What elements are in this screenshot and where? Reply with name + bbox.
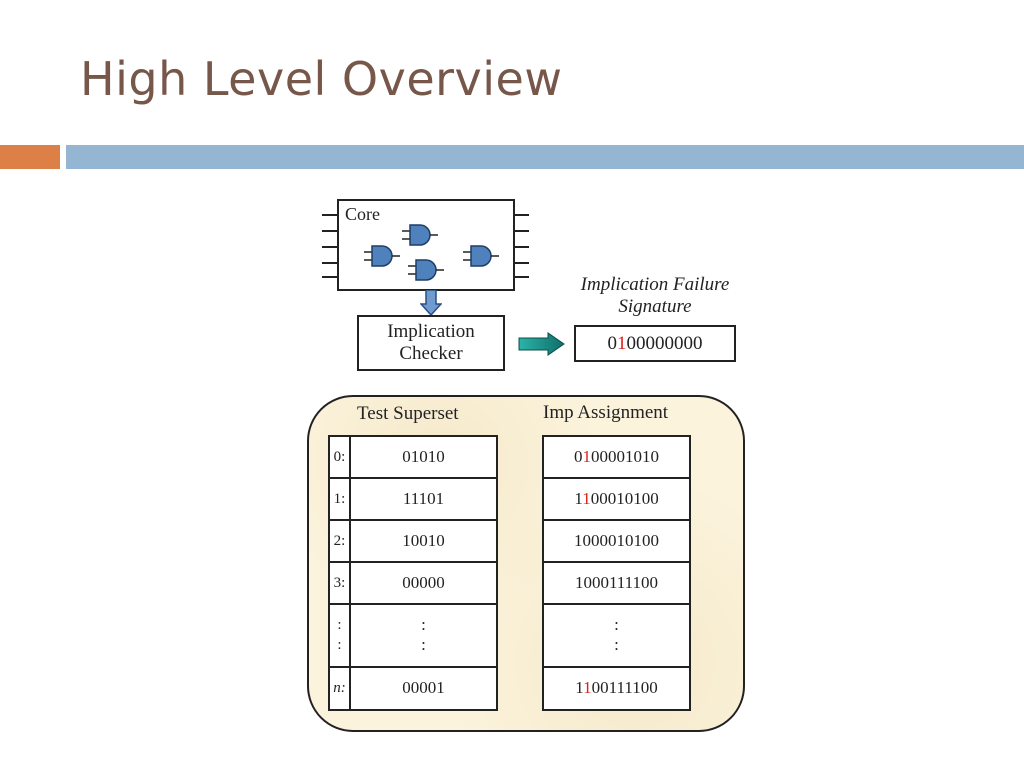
table-row: 0: 01010 [330, 437, 496, 479]
signature-prefix: 0 [607, 333, 618, 354]
row-value: 10010 [402, 531, 445, 550]
table-row: 1: 11101 [330, 479, 496, 521]
row-value: 0100001010 [544, 437, 689, 477]
row-value: 11101 [402, 489, 445, 508]
assign-suffix: 00111100 [591, 678, 658, 697]
implication-checker-box: Implication Checker [357, 315, 505, 371]
row-value: 00000 [402, 573, 445, 592]
row-index: 3: [330, 563, 351, 603]
test-superset-header: Test Superset [357, 403, 459, 424]
down-arrow-icon [420, 290, 442, 316]
core-pin [322, 230, 337, 232]
and-gate-icon [364, 245, 400, 267]
row-index: : : [330, 605, 351, 666]
row-index: n: [330, 668, 351, 709]
right-arrow-icon [518, 332, 565, 356]
row-index: 0: [330, 437, 351, 477]
core-pin [514, 276, 529, 278]
accent-bar-orange [0, 145, 60, 169]
signature-box: 0100000000 [574, 325, 736, 362]
imp-assignment-table: 0100001010 1100010100 1000010100 1000111… [542, 435, 691, 711]
table-row: 1100111100 [544, 668, 689, 709]
row-index: 2: [330, 521, 351, 561]
signature-suffix: 00000000 [626, 333, 703, 354]
row-value: : : [351, 605, 496, 666]
table-row: n: 00001 [330, 668, 496, 709]
ellipsis-mark: : [337, 617, 342, 633]
ellipsis-mark: : [421, 615, 426, 634]
core-pin [322, 214, 337, 216]
ellipsis-mark: : [614, 615, 619, 634]
signature-failure-bit: 1 [617, 333, 627, 354]
table-row: 1000111100 [544, 563, 689, 605]
table-row: 1100010100 [544, 479, 689, 521]
row-value: 00001 [402, 678, 445, 697]
row-value: 1000010100 [574, 531, 659, 550]
and-gate-icon [408, 259, 444, 281]
table-row: 2: 10010 [330, 521, 496, 563]
core-pin [514, 214, 529, 216]
checker-line-1: Implication [387, 321, 475, 342]
row-value: 1000111100 [574, 573, 659, 592]
core-pin [514, 230, 529, 232]
slide-title: High Level Overview [80, 52, 563, 106]
assign-prefix: 1 [575, 678, 584, 697]
row-value: 01010 [402, 447, 445, 466]
ellipsis-mark: : [614, 635, 619, 654]
assign-suffix: 00001010 [591, 447, 659, 466]
core-pin [514, 246, 529, 248]
table-row-ellipsis: : : : : [330, 605, 496, 668]
signature-title-line-1: Implication Failure [580, 274, 730, 295]
checker-line-2: Checker [399, 343, 463, 364]
core-pin [514, 262, 529, 264]
test-superset-table: 0: 01010 1: 11101 2: 10010 3: 00000 : : … [328, 435, 498, 711]
assign-suffix: 00010100 [590, 489, 659, 508]
assign-prefix: 0 [574, 447, 583, 466]
table-row: 1000010100 [544, 521, 689, 563]
imp-assignment-header: Imp Assignment [543, 402, 669, 423]
assign-prefix: 1 [574, 489, 583, 508]
accent-bar-blue [66, 145, 1024, 169]
signature-title: Implication Failure Signature [560, 274, 750, 318]
assign-failure-bit: 1 [582, 447, 592, 466]
core-pin [322, 246, 337, 248]
and-gate-icon [463, 245, 499, 267]
row-value: 1100010100 [544, 479, 689, 519]
core-pin [322, 262, 337, 264]
row-index: 1: [330, 479, 351, 519]
assign-failure-bit: 1 [582, 489, 591, 508]
signature-title-line-2: Signature [618, 296, 692, 317]
core-pin [322, 276, 337, 278]
ellipsis-mark: : [337, 637, 342, 653]
table-row: 3: 00000 [330, 563, 496, 605]
assign-failure-bit: 1 [583, 678, 592, 697]
table-row-ellipsis: : : [544, 605, 689, 668]
core-label: Core [345, 204, 380, 224]
ellipsis-mark: : [421, 635, 426, 654]
row-value: : : [544, 605, 689, 666]
table-row: 0100001010 [544, 437, 689, 479]
row-value: 1100111100 [544, 668, 689, 709]
and-gate-icon [402, 224, 438, 246]
